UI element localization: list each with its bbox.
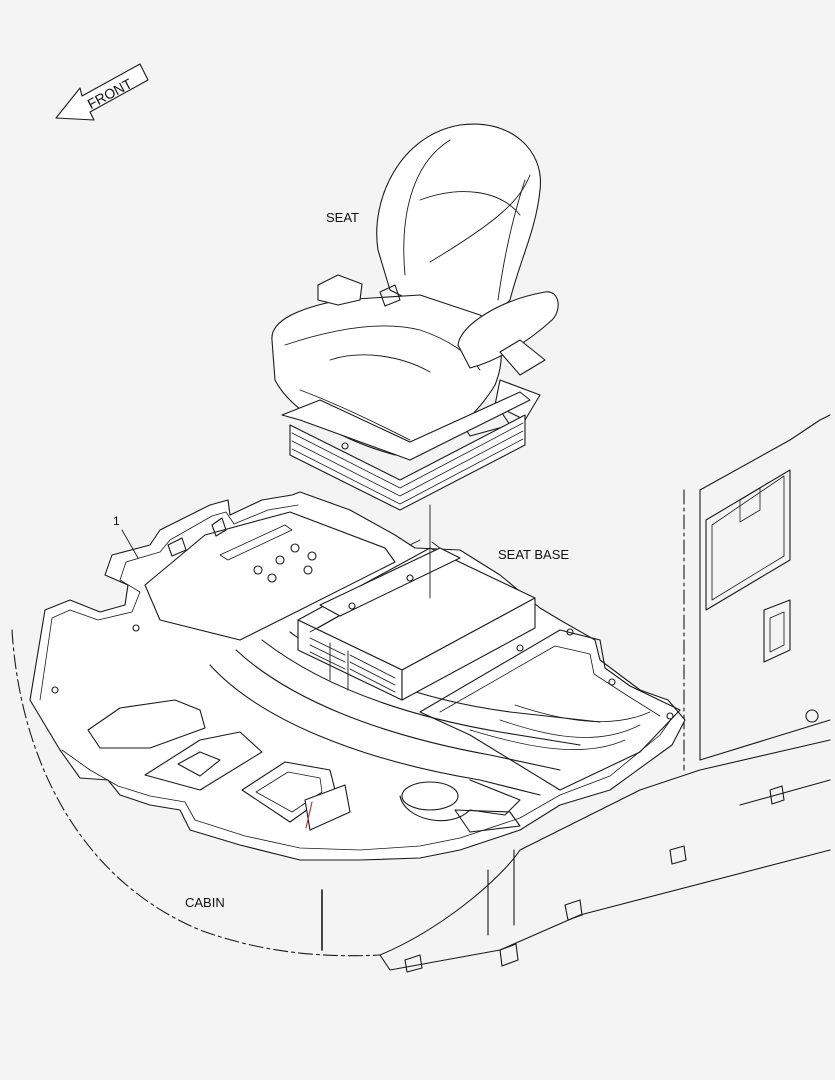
seat-base bbox=[297, 547, 536, 701]
callout-1-leader bbox=[121, 529, 139, 559]
front-arrow-icon: FRONT bbox=[55, 63, 149, 121]
cabin-shell bbox=[11, 414, 831, 973]
callout-1-label: 1 bbox=[113, 514, 120, 528]
seat-label: SEAT bbox=[326, 210, 359, 225]
cabin-label: CABIN bbox=[185, 895, 225, 910]
seat-base-label: SEAT BASE bbox=[498, 547, 570, 562]
operator-seat bbox=[271, 123, 559, 599]
